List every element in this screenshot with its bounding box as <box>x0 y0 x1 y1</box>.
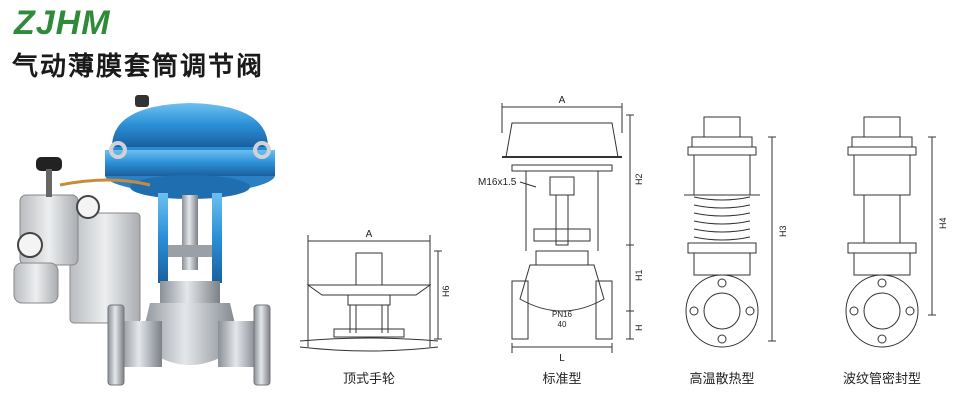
valve-body <box>107 281 271 386</box>
caption-high-temp: 高温散热型 <box>689 372 755 387</box>
actuator-diaphragm <box>105 95 275 199</box>
yoke <box>158 193 222 283</box>
pn-label: PN16 <box>552 310 573 319</box>
caption-bellows: 波纹管密封型 <box>842 372 922 387</box>
brand-logo: ZJHM <box>14 4 111 42</box>
drawing-top-handwheel: A H6 <box>299 229 451 352</box>
dim-a-standard: A <box>559 95 566 106</box>
positioner <box>13 157 151 324</box>
caption-top-handwheel: 顶式手轮 <box>342 372 396 387</box>
dim-l: L <box>559 353 565 364</box>
dim-h4: H4 <box>938 217 948 229</box>
dim-h3: H3 <box>778 225 788 237</box>
drawing-high-temp: H3 <box>684 116 788 348</box>
dim-a-top-handwheel: A <box>366 229 373 240</box>
dimension-drawings: A H6 A M16x1.5 PN16 40 <box>299 95 948 364</box>
drawing-bellows: H4 <box>845 116 948 348</box>
thread-label: M16x1.5 <box>478 177 517 188</box>
dim-h: H <box>634 325 644 332</box>
dim-h1: H1 <box>634 269 644 281</box>
caption-standard: 标准型 <box>542 372 582 387</box>
dim-h6: H6 <box>441 285 451 297</box>
dim-h2: H2 <box>634 173 644 185</box>
dn-label: 40 <box>558 320 567 329</box>
product-title: 气动薄膜套筒调节阀 <box>12 52 265 82</box>
drawing-standard: A M16x1.5 PN16 40 L H2 H1 H <box>478 95 644 364</box>
valve-photo <box>13 95 275 386</box>
